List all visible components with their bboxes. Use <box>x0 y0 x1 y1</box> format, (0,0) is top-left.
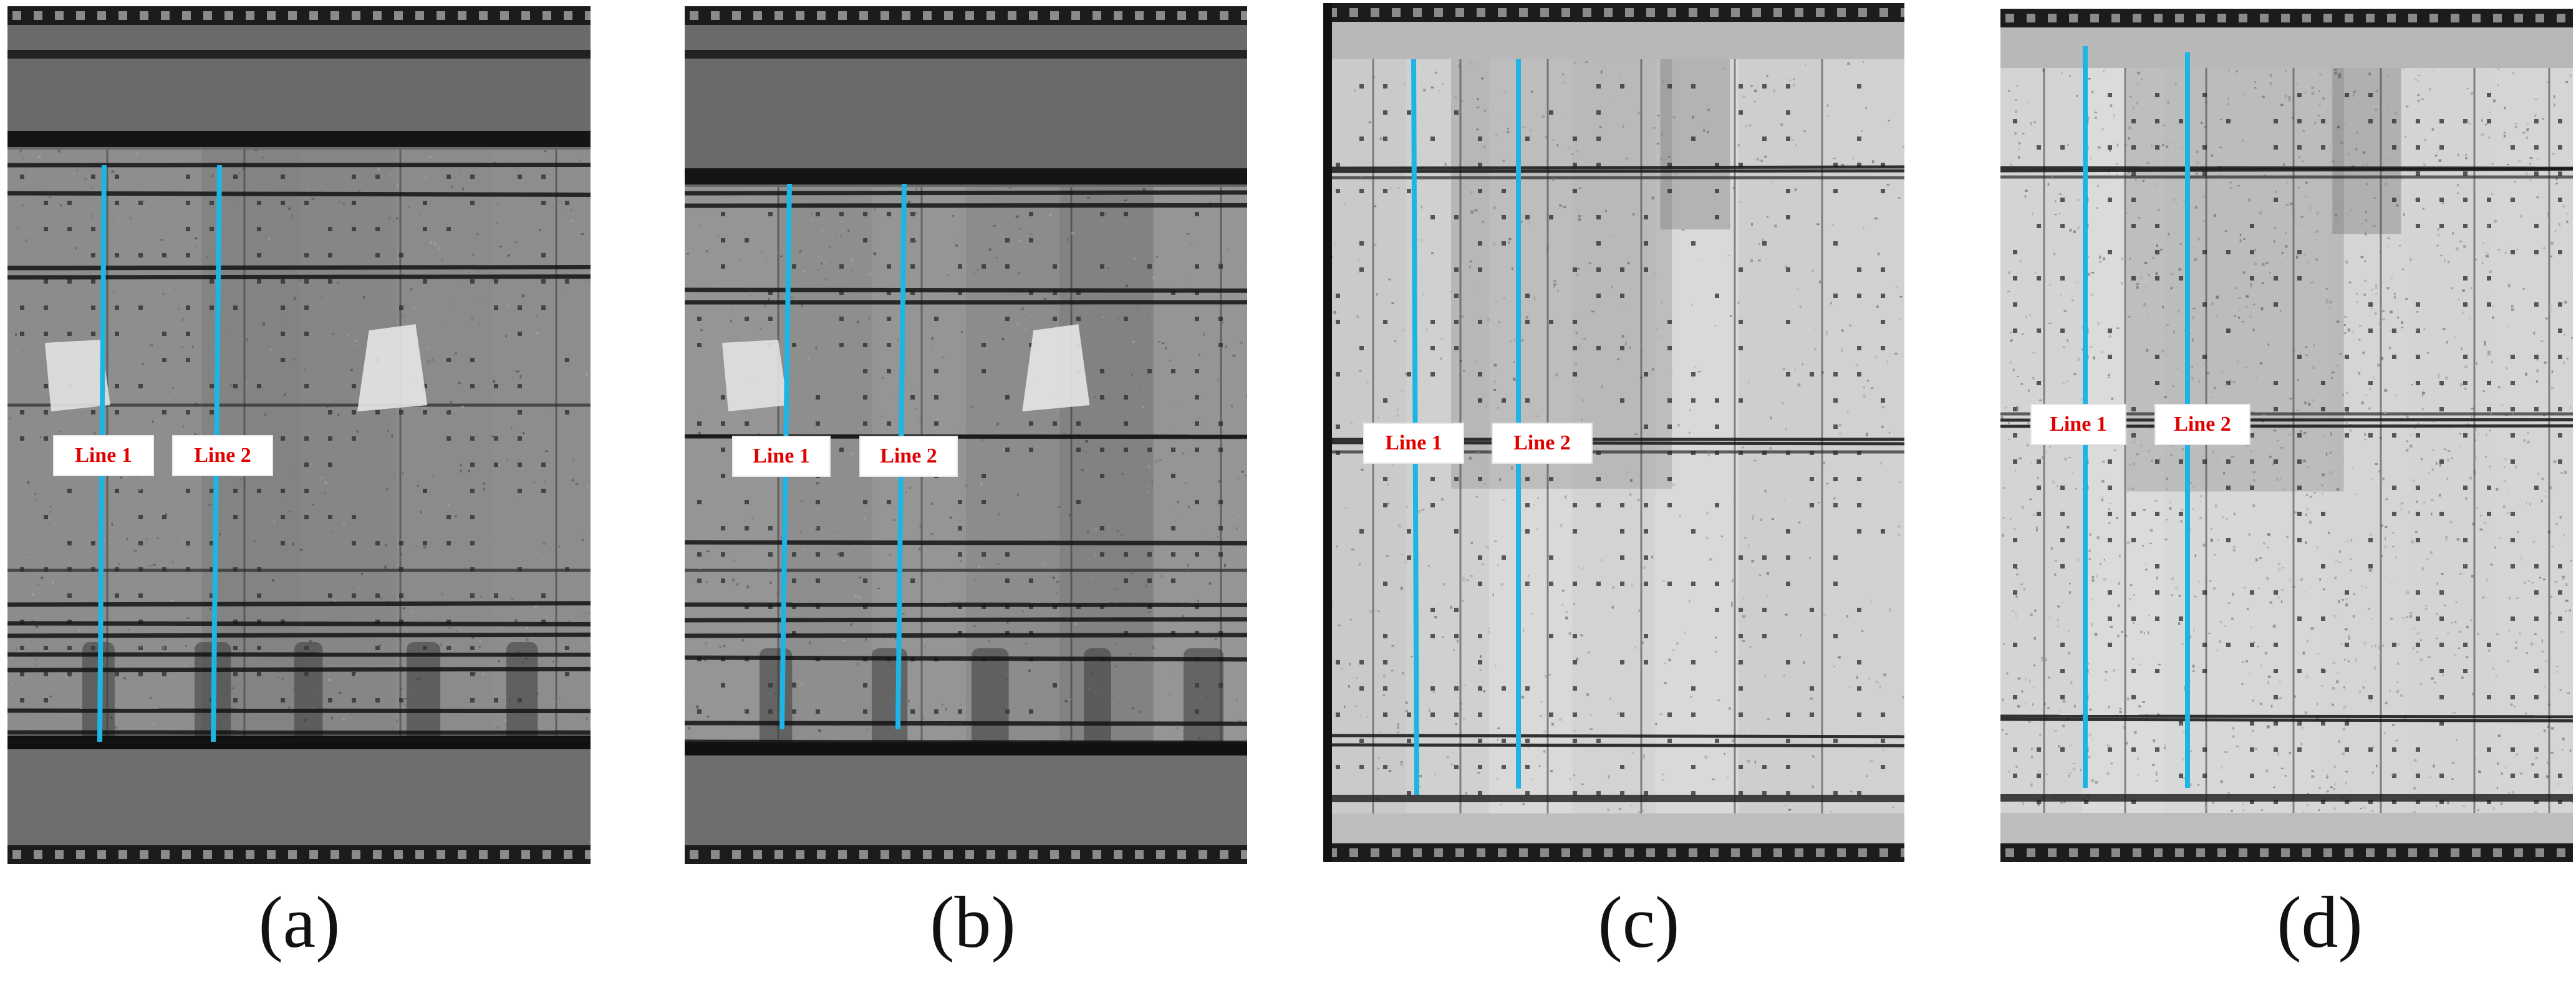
caption-a: (a) <box>258 881 340 963</box>
line1-label-c: Line 1 <box>1363 423 1464 464</box>
tunnel-scan-image-b <box>685 6 1247 864</box>
scan-texture <box>685 6 1247 864</box>
line1-label-a: Line 1 <box>53 435 154 476</box>
line2-label-c: Line 2 <box>1492 423 1593 464</box>
line1-label-d: Line 1 <box>2030 404 2126 445</box>
line2-label-d: Line 2 <box>2154 404 2250 445</box>
line2-label-b: Line 2 <box>859 436 958 477</box>
line1-label-b: Line 1 <box>732 436 831 477</box>
line2-label-a: Line 2 <box>172 435 273 476</box>
caption-b: (b) <box>930 881 1016 963</box>
caption-d: (d) <box>2277 881 2363 963</box>
caption-c: (c) <box>1598 881 1680 963</box>
